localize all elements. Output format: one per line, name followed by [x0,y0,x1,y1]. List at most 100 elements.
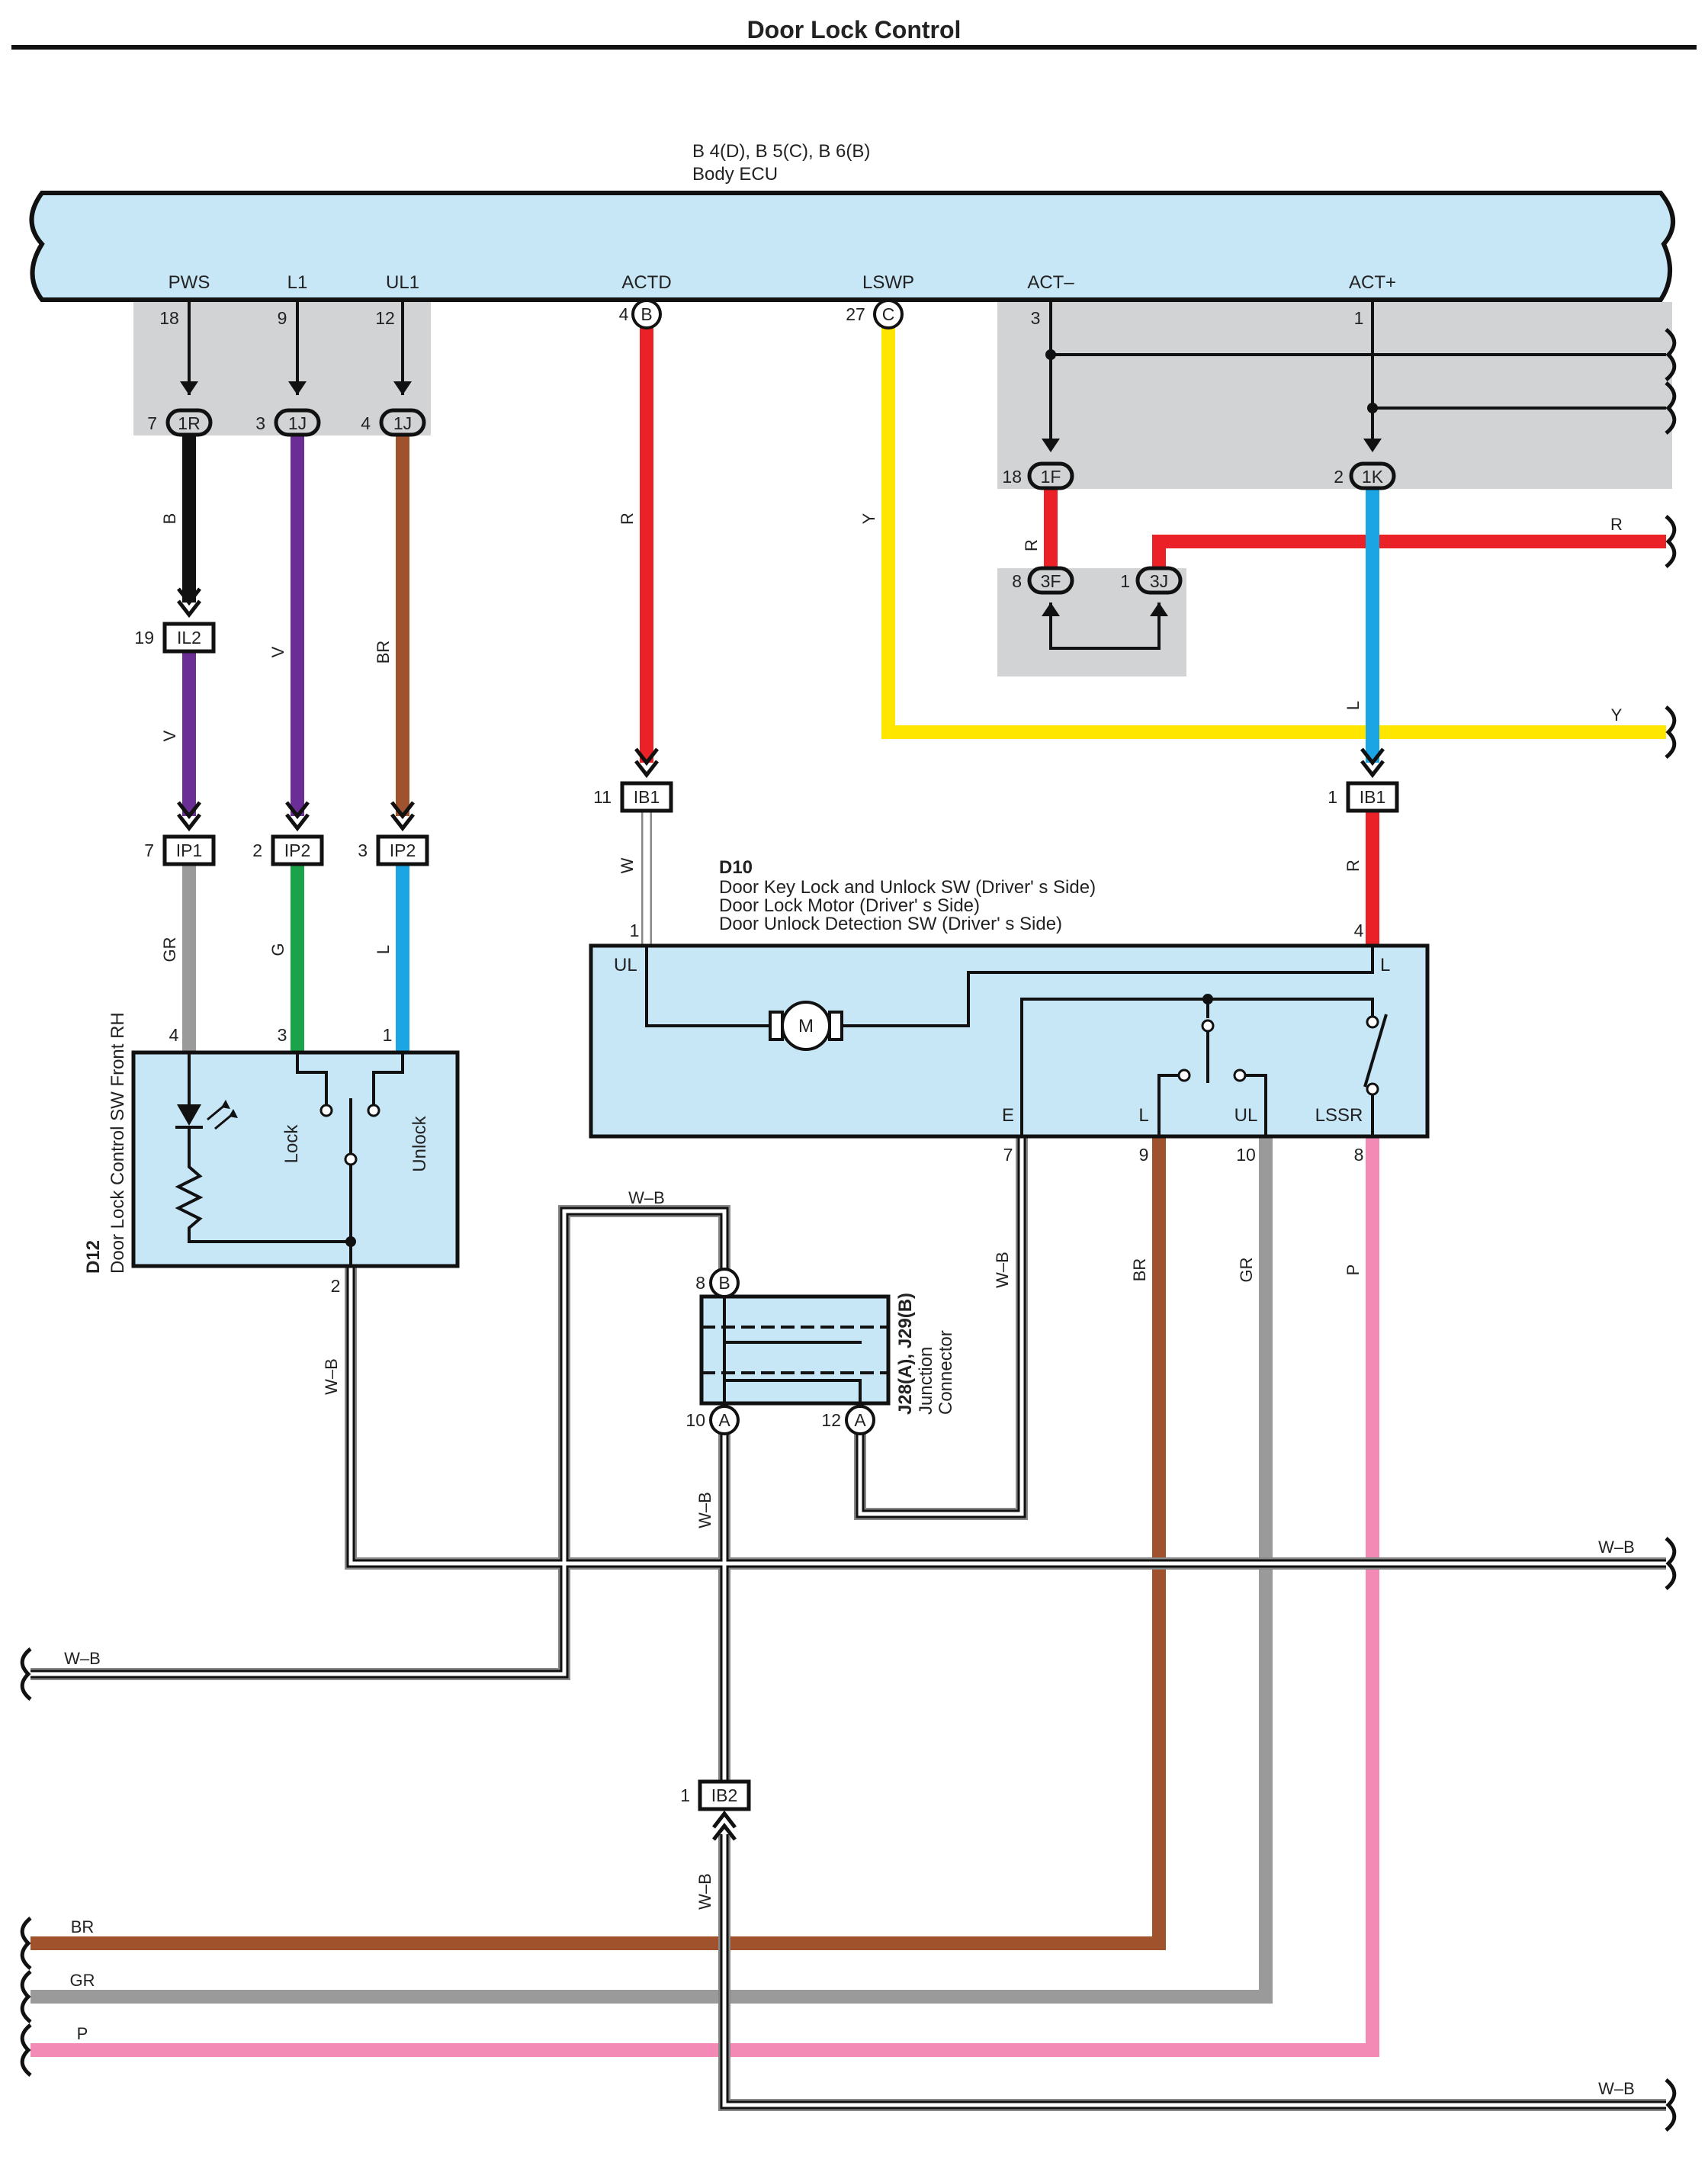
svg-text:GR: GR [1237,1258,1256,1283]
svg-text:7: 7 [144,840,154,860]
wire-d10-lssr-pink [30,1136,1379,2057]
svg-text:11: 11 [593,787,612,807]
svg-text:7: 7 [147,413,157,433]
d10-door-lock-assembly: D10 Door Key Lock and Unlock SW (Driver'… [589,857,1430,1165]
svg-text:B: B [640,304,652,324]
svg-text:1: 1 [1354,308,1364,328]
d12-pin-2: 2 [331,1276,341,1296]
svg-text:A: A [854,1410,866,1430]
svg-text:IB1: IB1 [1360,787,1386,807]
d10-line-2: Door Lock Motor (Driver' s Side) [719,895,980,916]
svg-text:1: 1 [1120,571,1130,591]
svg-text:GR: GR [160,937,179,962]
d10-term-ul: UL [1234,1105,1258,1126]
svg-text:19: 19 [134,628,154,648]
junction-connector: B 8 A 10 A 12 J28(A), J29(B) Junction Co… [685,1268,956,1435]
svg-text:BR: BR [71,1917,95,1936]
svg-text:3F: 3F [1041,571,1061,591]
d12-lock-label: Lock [281,1124,302,1164]
svg-text:Y: Y [1611,705,1623,725]
jc-name-1: Junction [916,1347,936,1415]
svg-text:1J: 1J [288,413,307,433]
ecu-term-actd: ACTD [621,272,671,293]
svg-text:IP2: IP2 [390,840,416,860]
svg-text:IP1: IP1 [176,840,203,860]
conn-ip2-b: IP2 3 [358,801,429,866]
jb-3j: 3J 1 [1120,566,1183,616]
svg-text:2: 2 [252,840,262,860]
d10-pin-4: 4 [1354,921,1364,940]
svg-text:12: 12 [375,308,395,328]
d10-line-3: Door Unlock Detection SW (Driver' s Side… [719,914,1062,934]
d10-pin-7: 7 [1003,1145,1013,1165]
d10-term-l-top: L [1380,955,1390,975]
jb-1f: 1F 18 [1002,439,1074,490]
svg-text:W–B: W–B [695,1873,714,1910]
page-title: Door Lock Control [747,16,962,43]
ecu-term-l1: L1 [287,272,308,293]
svg-text:P: P [1344,1265,1363,1276]
svg-text:W–B: W–B [64,1649,101,1668]
motor-icon [781,1001,831,1051]
svg-text:1F: 1F [1041,467,1061,487]
svg-text:8: 8 [1012,571,1022,591]
jc-pin-8: 8 [695,1273,705,1293]
svg-text:GR: GR [70,1971,95,1990]
svg-text:BR: BR [374,641,393,664]
svg-text:4: 4 [361,413,371,433]
svg-text:BR: BR [1130,1258,1149,1282]
svg-text:1: 1 [680,1785,690,1805]
ecu-term-pws: PWS [169,272,210,293]
jb-1r: 1R 7 [147,381,213,437]
svg-text:1R: 1R [178,413,200,433]
svg-text:L: L [374,945,393,954]
svg-text:C: C [882,304,895,324]
svg-text:IB1: IB1 [634,787,660,807]
conn-ip2-a: IP2 2 [252,801,324,866]
wire-3j-red [1152,535,1666,581]
jb-3f: 3F 8 [1012,566,1074,616]
jc-code: J28(A), J29(B) [895,1293,916,1415]
svg-text:G: G [268,943,287,956]
wire-lswp-yellow [881,326,1666,739]
svg-text:IP2: IP2 [284,840,311,860]
body-ecu: B 4(D), B 5(C), B 6(B) Body ECU PWS L1 U… [29,141,1676,302]
d10-pin-1: 1 [630,921,640,940]
junction-pins: 1R 7 1J 3 1J 4 1F 18 1K 2 3 [147,381,1396,616]
svg-text:3: 3 [255,413,265,433]
wire-color-codes: B V GR V G BR L R W Y R L R R Y W–B BR G… [64,513,1635,2098]
wire-d10-ul-grey [30,1136,1273,2004]
d10-term-e: E [1002,1105,1014,1126]
conn-ib2: IB2 1 [680,1779,751,1841]
svg-text:Y: Y [859,513,878,524]
svg-text:1K: 1K [1362,467,1384,487]
d12-pin-3: 3 [278,1025,287,1045]
svg-text:18: 18 [159,308,179,328]
svg-text:R: R [1344,860,1363,872]
svg-text:R: R [618,513,637,525]
svg-text:R: R [1610,515,1623,534]
d10-pin-9: 9 [1139,1145,1149,1165]
svg-text:W–B: W–B [993,1252,1012,1288]
ecu-term-lswp: LSWP [862,272,914,293]
body-ecu-connector: B 4(D), B 5(C), B 6(B) [692,141,870,162]
ecu-pin-numbers: 18 9 12 4 27 3 1 B C [159,299,1364,329]
jc-pin-12: 12 [821,1410,841,1430]
svg-text:18: 18 [1002,467,1022,487]
conn-ip1: IP1 7 [144,801,216,866]
body-ecu-name: Body ECU [692,164,778,185]
svg-text:W–B: W–B [628,1188,665,1207]
conn-il2: IL2 19 [134,587,216,654]
svg-text:2: 2 [1334,467,1344,487]
svg-text:27: 27 [846,304,865,324]
svg-text:4: 4 [619,304,629,324]
jc-name-2: Connector [936,1330,956,1415]
jc-pin-10: 10 [685,1410,705,1430]
wire-3f-3j-link [1049,603,1161,650]
conn-ib1-b: IB1 1 [1328,747,1399,813]
ecu-term-act-plus: ACT+ [1349,272,1396,293]
wire-d10-l-brown [30,1136,1166,1950]
jb-1j-b: 1J 4 [361,381,426,437]
svg-text:9: 9 [278,308,287,328]
motor-label: M [798,1016,814,1036]
